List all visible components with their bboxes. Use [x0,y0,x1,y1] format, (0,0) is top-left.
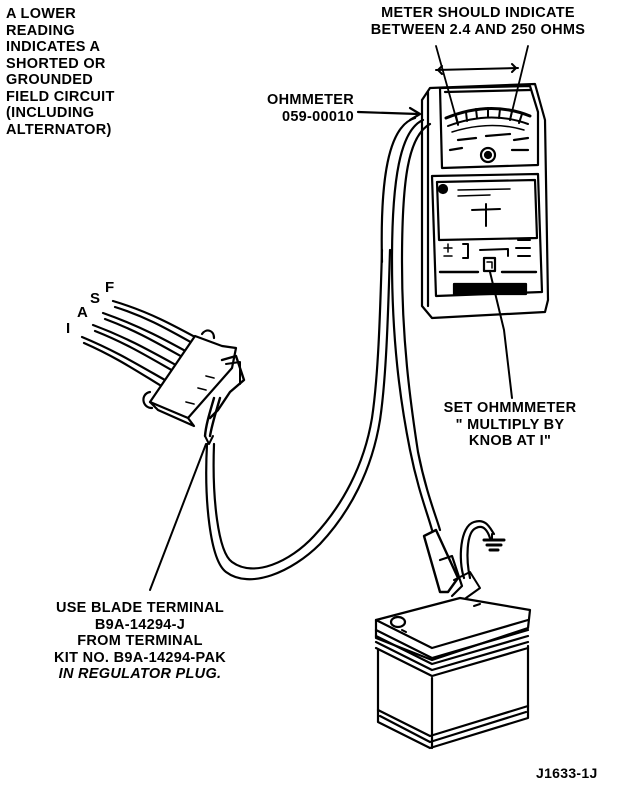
callout-line: A LOWER [6,6,77,22]
callout-line: METER SHOULD INDICATE [381,5,575,21]
meter-indication-callout: METER SHOULD INDICATE BETWEEN 2.4 AND 25… [346,5,610,38]
set-ohmmeter-callout: SET OHMMMETER " MULTIPLY BY KNOB AT I" [418,400,602,450]
callout-line: FROM TERMINAL [77,633,203,649]
callout-line: B9A-14294-J [94,616,186,633]
ground-symbol-icon [459,520,506,580]
callout-line: ALTERNATOR) [6,121,112,138]
callout-line: USE BLADE TERMINAL [55,600,225,616]
blade-terminal-callout: USE BLADE TERMINAL B9A-14294-J FROM TERM… [22,600,258,683]
callout-line: SHORTED OR [6,55,106,72]
lower-reading-callout: A LOWER READING INDICATES A SHORTED OR G… [6,6,115,138]
figure-id: J1633-1J [536,765,598,781]
wire-label-s: S [90,290,101,307]
ohmmeter-icon [380,82,550,532]
callout-line: KNOB AT I" [468,433,552,449]
callout-line: OHMMETER [267,92,354,108]
wire-label-i: I [66,320,71,337]
callout-line: 059-00010 [281,108,354,125]
wire-label-a: A [77,304,88,321]
callout-line: BETWEEN 2.4 AND 250 OHMS [370,21,586,38]
regulator-plug-icon [80,299,246,445]
callout-line: FIELD CIRCUIT [6,88,115,105]
battery-icon [374,596,532,750]
callout-line: IN REGULATOR PLUG. [58,666,222,682]
callout-line: GROUNDED [6,72,93,88]
wire-label-f: F [105,279,115,296]
callout-line: SET OHMMMETER [443,400,577,416]
callout-line: " MULTIPLY BY [455,416,565,433]
callout-line: KIT NO. B9A-14294-PAK [53,649,227,666]
callout-line: (INCLUDING [6,105,95,121]
callout-line: READING [6,22,75,39]
callout-line: INDICATES A [6,39,101,55]
ohmmeter-callout: OHMMETER 059-00010 [236,92,354,125]
